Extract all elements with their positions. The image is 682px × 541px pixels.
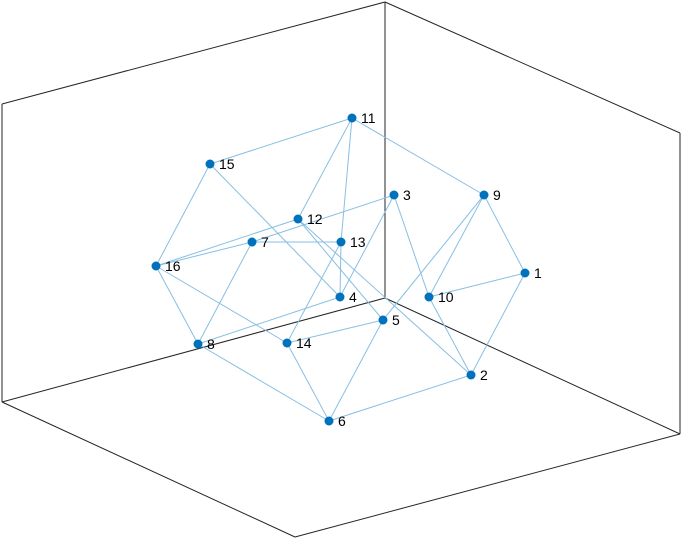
node-4[interactable] [335, 292, 345, 302]
edge-5-6 [328, 319, 384, 422]
edge-2-6 [328, 374, 472, 422]
node-label-6: 6 [338, 413, 346, 429]
graph-edges [155, 117, 526, 422]
edge-14-16 [155, 265, 288, 344]
edge-8-16 [155, 265, 199, 345]
edge-5-9 [382, 194, 485, 321]
node-label-8: 8 [207, 336, 215, 352]
edge-5-14 [286, 319, 384, 344]
node-2[interactable] [466, 370, 476, 380]
edge-2-12 [297, 218, 472, 376]
edge-9-11 [351, 117, 485, 196]
node-1[interactable] [520, 268, 530, 278]
node-10[interactable] [424, 292, 434, 302]
edge-1-9 [483, 194, 526, 274]
edge-13-14 [286, 241, 342, 344]
node-label-10: 10 [438, 289, 454, 305]
edge-15-16 [155, 163, 211, 267]
node-15[interactable] [205, 159, 215, 169]
node-label-13: 13 [350, 234, 366, 250]
node-label-16: 16 [165, 258, 181, 274]
edge-3-7 [251, 194, 395, 243]
edge-1-10 [428, 272, 526, 298]
edge-13-4 [339, 241, 342, 298]
node-label-11: 11 [361, 110, 376, 126]
node-9[interactable] [479, 190, 489, 200]
edge-9-10 [428, 194, 485, 298]
node-label-7: 7 [261, 234, 269, 250]
edge-4-15 [209, 163, 341, 298]
graph-nodes [151, 113, 530, 426]
node-5[interactable] [378, 315, 388, 325]
node-label-12: 12 [307, 211, 323, 227]
edge-11-13 [340, 117, 353, 243]
edge-12-16 [155, 218, 299, 267]
edge-4-8 [197, 296, 341, 345]
edge-11-12 [297, 117, 353, 220]
edge-7-8 [197, 241, 253, 345]
node-label-15: 15 [219, 156, 235, 172]
node-label-9: 9 [493, 187, 501, 203]
node-12[interactable] [293, 214, 303, 224]
node-7[interactable] [247, 237, 257, 247]
edge-1-2 [470, 272, 526, 376]
node-14[interactable] [282, 338, 292, 348]
edge-3-10 [393, 194, 430, 298]
node-11[interactable] [347, 113, 357, 123]
node-6[interactable] [324, 416, 334, 426]
node-13[interactable] [336, 237, 346, 247]
node-label-5: 5 [392, 312, 400, 328]
axes-edge-back-left-top [1, 1, 386, 105]
node-label-3: 3 [403, 187, 411, 203]
axes-edge-floor-back-right [384, 297, 681, 435]
axes-edge-floor-back-left [1, 297, 386, 403]
axes-edge-back-right-top [384, 1, 681, 134]
node-8[interactable] [193, 339, 203, 349]
edge-11-15 [209, 117, 353, 165]
axes-edge-floor-front-right [294, 433, 681, 538]
node-16[interactable] [151, 261, 161, 271]
edge-6-8 [197, 343, 330, 422]
node-label-2: 2 [480, 367, 488, 383]
edge-2-10 [428, 296, 472, 376]
node-label-4: 4 [349, 289, 357, 305]
axes-edge-floor-front-left [1, 401, 296, 538]
edge-7-16 [155, 241, 253, 267]
node-3[interactable] [389, 190, 399, 200]
node-label-1: 1 [534, 265, 542, 281]
edge-6-14 [286, 342, 330, 422]
node-label-14: 14 [296, 335, 312, 351]
